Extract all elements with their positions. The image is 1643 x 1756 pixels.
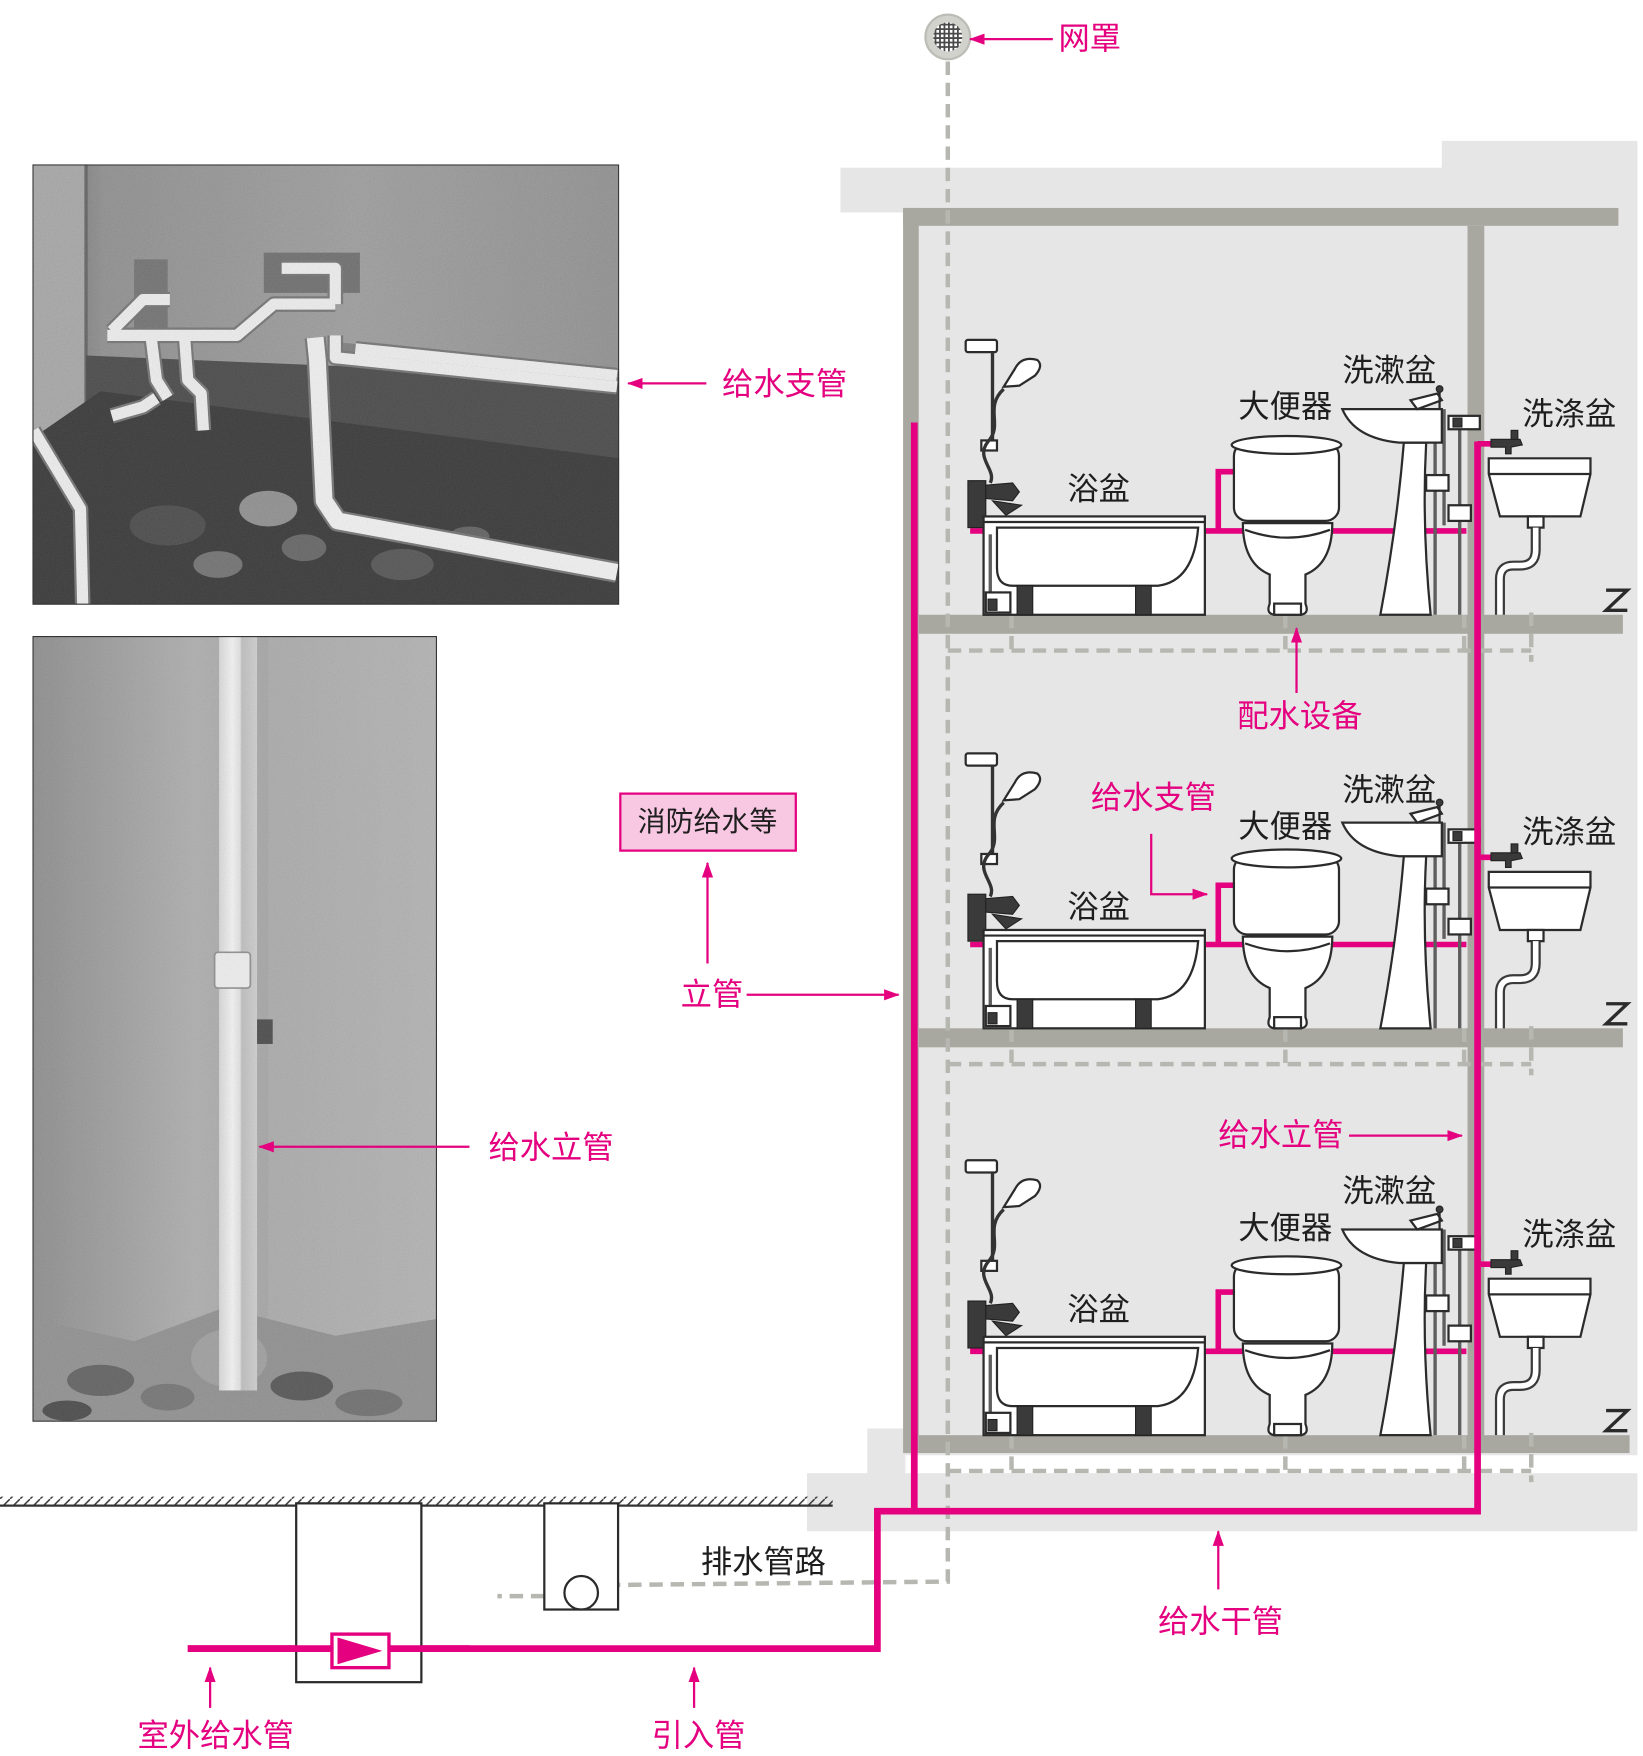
floor-3: 浴盆 大便器 洗漱盆 洗涤盆 <box>948 1160 1628 1482</box>
washbasin-label: 洗漱盆 <box>1342 1174 1436 1210</box>
fixtures-label: 配水设备 <box>1237 698 1362 734</box>
branch-pipe-photo <box>32 164 620 605</box>
annotations: 网罩 给水支管 消防给水等 立管 给水立管 配水设备 给水支管 给水立管 排水管… <box>138 21 1464 1754</box>
washbasin-label: 洗漱盆 <box>1342 772 1436 808</box>
water-meter-icon <box>330 1632 391 1670</box>
drain-pipe-section <box>563 1574 600 1611</box>
supply-main-pipe <box>187 441 1481 1652</box>
riser-photo <box>32 636 438 1422</box>
photo-riser-label: 给水立管 <box>488 1130 613 1166</box>
main-pipe-label: 给水干管 <box>1158 1604 1283 1640</box>
cover-label: 网罩 <box>1058 21 1121 57</box>
toilet-label: 大便器 <box>1238 809 1332 845</box>
toilet-label: 大便器 <box>1238 389 1332 425</box>
building-section <box>806 140 1638 1532</box>
floor-slab-2 <box>918 1028 1623 1048</box>
photo-branch-label: 给水支管 <box>722 367 847 403</box>
sink-label: 洗涤盆 <box>1522 397 1616 433</box>
outdoor-pipe-label: 室外给水管 <box>138 1718 294 1754</box>
drain-stack <box>618 61 951 1588</box>
vent-cover-icon <box>924 13 972 61</box>
floor-slab-3 <box>918 1435 1630 1454</box>
floor-2: 浴盆 大便器 洗漱盆 洗涤盆 <box>948 753 1628 1075</box>
bathtub-label: 浴盆 <box>1067 1292 1130 1328</box>
bathtub-label: 浴盆 <box>1067 890 1130 926</box>
drain-label: 排水管路 <box>701 1545 826 1581</box>
branch-pipe-label: 给水支管 <box>1091 780 1216 816</box>
inlet-pipe-label: 引入管 <box>652 1718 746 1754</box>
roof-slab <box>903 207 1619 226</box>
sink-label: 洗涤盆 <box>1522 1217 1616 1253</box>
sink-label: 洗涤盆 <box>1522 815 1616 851</box>
fire-supply-box <box>619 792 797 852</box>
fire-supply-label: 消防给水等 <box>638 805 778 838</box>
riser-label: 立管 <box>681 977 744 1013</box>
toilet-label: 大便器 <box>1238 1210 1332 1246</box>
bathtub-label: 浴盆 <box>1067 472 1130 508</box>
washbasin-label: 洗漱盆 <box>1342 353 1436 389</box>
floor-slab-1 <box>918 614 1623 634</box>
supply-riser-label: 给水立管 <box>1218 1118 1343 1154</box>
floor-1: 浴盆 大便器 洗漱盆 洗涤盆 <box>948 340 1628 662</box>
